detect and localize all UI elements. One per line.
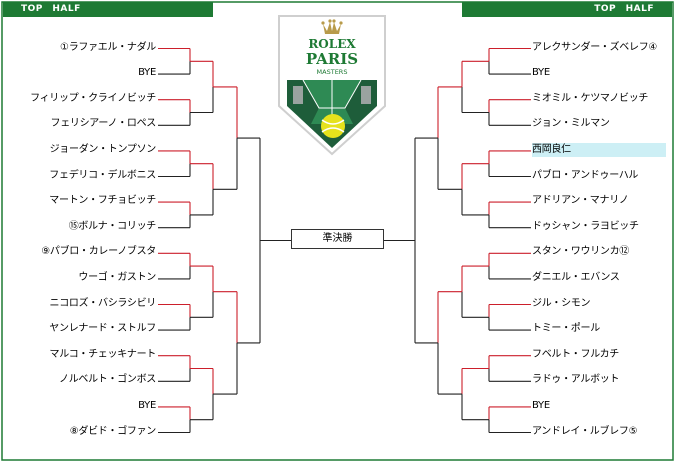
player-left-14: ノルベルト・ゴンボス [59,374,156,386]
player-right-15: BYE [532,399,550,411]
player-right-16: アンドレイ・ルブレフ⑤ [532,425,638,437]
tennis-ball-icon [321,114,345,138]
player-right-7: アドリアン・マナリノ [532,195,629,207]
player-left-9: ⑨パブロ・カレーノブスタ [41,246,156,258]
player-left-10: ウーゴ・ガストン [78,271,156,283]
player-right-6: パブロ・アンドゥーハル [532,169,639,181]
player-right-12: トミー・ポール [532,323,600,335]
player-right-3: ミオミル・ケツマノビッチ [532,92,649,104]
player-left-11: ニコロズ・バシラシビリ [49,297,157,309]
player-left-5: ジョーダン・トンプソン [49,143,157,155]
top-half-label-left: TOP HALF [3,2,213,17]
logo-text-masters: MASTERS [317,68,348,76]
top-half-label-right: TOP HALF [462,2,672,17]
player-right-2: BYE [532,67,550,79]
player-right-13: フベルト・フルカチ [532,348,619,360]
player-left-13: マルコ・チェッキナート [49,348,157,360]
player-left-16: ⑧ダビド・ゴファン [69,425,157,437]
logo-text-rolex: ROLEX [308,37,356,51]
crown-icon [321,19,343,34]
semifinal-box: 準決勝 [291,229,384,249]
player-right-1: アレクサンダー・ズベレフ④ [532,41,658,53]
player-left-6: フェデリコ・デルボニス [49,169,156,181]
player-left-3: フィリップ・クライノビッチ [30,92,156,104]
player-left-8: ⑮ボルナ・コリッチ [68,220,157,232]
player-left-4: フェリシアーノ・ロペス [50,118,157,130]
bracket-lines [158,47,531,434]
player-left-2: BYE [138,67,156,79]
player-right-10: ダニエル・エバンス [532,271,620,283]
player-right-9: スタン・ワウリンカ⑫ [532,246,629,258]
player-left-12: ヤンレナード・ストルフ [49,323,156,335]
player-right-11: ジル・シモン [532,297,591,309]
player-left-1: ①ラファエル・ナダル [60,41,156,53]
player-left-7: マートン・フチョビッチ [49,195,156,207]
player-right-14: ラドゥ・アルボット [532,374,620,386]
player-right-4: ジョン・ミルマン [532,118,610,130]
rolex-paris-masters-logo: ROLEX PARIS MASTERS [278,15,386,156]
player-right-5: 西岡良仁 [532,142,666,157]
player-right-8: ドゥシャン・ラヨビッチ [532,220,639,232]
player-left-15: BYE [138,399,156,411]
logo-text-paris: PARIS [306,50,358,68]
